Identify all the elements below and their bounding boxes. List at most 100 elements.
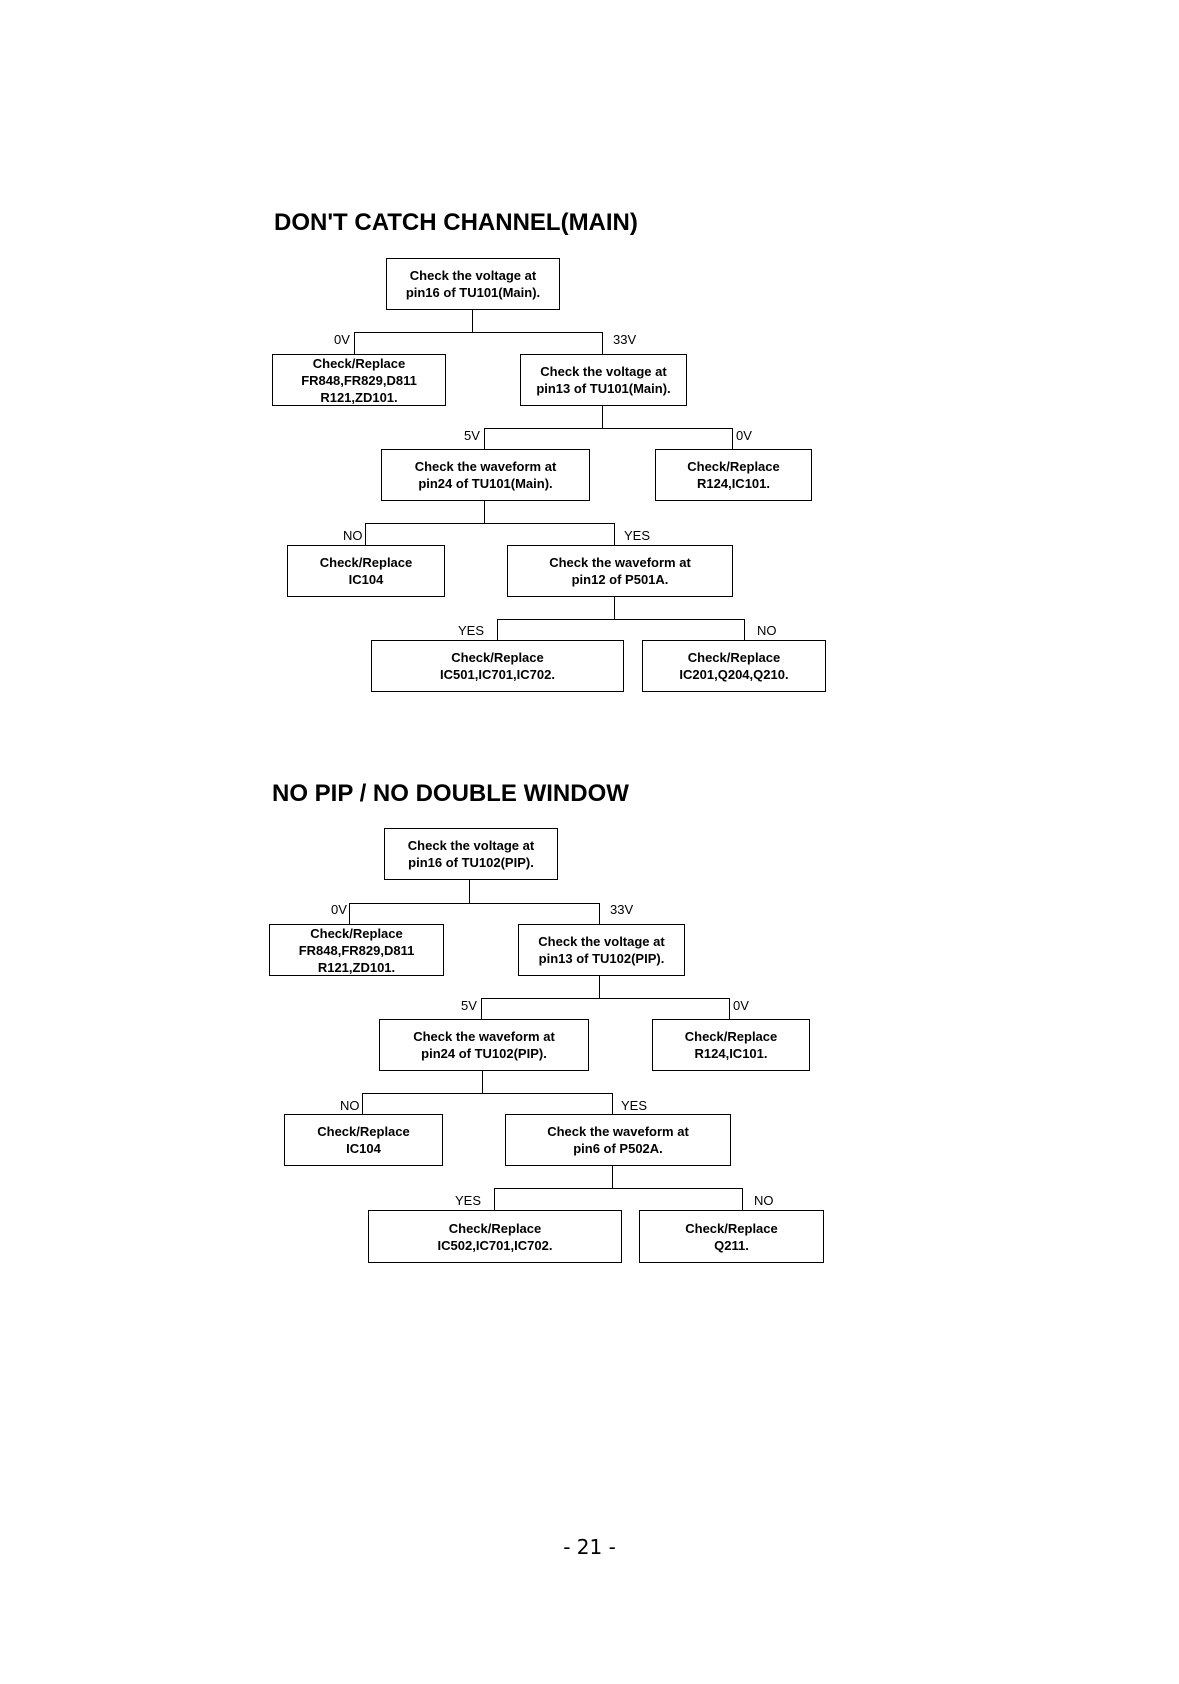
flowchart-title: NO PIP / NO DOUBLE WINDOW [272, 780, 629, 807]
node-text-line: Check the waveform at [547, 1124, 689, 1139]
connector-line [497, 619, 745, 620]
node-text-line: Check/Replace [451, 650, 544, 665]
node-text-line: Check/Replace [317, 1124, 410, 1139]
node-text-line: Check/Replace [310, 925, 403, 941]
flowchart-title: DON'T CATCH CHANNEL(MAIN) [274, 209, 638, 236]
connector-line [349, 903, 600, 904]
branch-label: NO [757, 623, 777, 638]
connector-line [362, 1093, 613, 1094]
flowchart-node: Check the voltage at pin13 of TU101(Main)… [520, 354, 687, 406]
flowchart-node: Check the voltage at pin16 of TU101(Main)… [386, 258, 560, 310]
node-text-line: R124,IC101. [697, 476, 770, 491]
node-text-line: pin13 of TU101(Main). [536, 381, 671, 396]
connector-line [599, 903, 600, 924]
branch-label: 5V [461, 998, 477, 1013]
connector-line [614, 523, 615, 545]
connector-line [354, 332, 355, 354]
connector-line [497, 619, 498, 640]
node-text-line: Check/Replace [684, 1029, 778, 1044]
node-text-line: IC502,IC701,IC702. [437, 1237, 553, 1253]
connector-line [599, 976, 600, 998]
branch-label: YES [621, 1098, 648, 1113]
branch-label: 33V [613, 332, 637, 347]
node-text-line: Check the voltage at [407, 838, 535, 853]
connector-line [484, 428, 485, 449]
branch-label: 0V [334, 332, 350, 347]
node-text-line: pin13 of TU102(PIP). [538, 951, 665, 966]
connector-line [481, 998, 730, 999]
node-text-line: Check/Replace [687, 650, 781, 665]
connector-line [484, 501, 485, 523]
branch-label: 33V [610, 902, 634, 917]
connector-line [729, 998, 730, 1019]
connector-line [482, 1071, 483, 1093]
flowchart-no-pip: NO PIP / NO DOUBLE WINDOW 0V 33V 5V 0V N… [269, 780, 824, 1263]
connector-line [362, 1093, 363, 1114]
branch-label: NO [754, 1193, 774, 1208]
node-text-line: IC201,Q204,Q210. [679, 667, 789, 682]
node-text-line: R124,IC101. [694, 1046, 768, 1061]
node-text-line: Check/Replace [319, 555, 413, 570]
branch-label: NO [343, 528, 363, 543]
connector-line [732, 428, 733, 449]
node-text-line: Check/Replace [687, 459, 780, 474]
node-text-line: Check/Replace [685, 1220, 778, 1236]
node-text-line: IC501,IC701,IC702. [440, 667, 555, 682]
node-text-line: pin24 of TU101(Main). [418, 476, 553, 491]
connector-line [742, 1188, 743, 1210]
flowchart-dont-catch-channel: DON'T CATCH CHANNEL(MAIN) 0V 33V 5V 0V N… [0, 0, 1179, 760]
connector-line [484, 428, 733, 429]
flowchart-node: Check the waveform at pin6 of P502A. [505, 1114, 731, 1166]
branch-label: YES [458, 623, 485, 638]
connector-line [365, 523, 366, 545]
node-text-line: Q211. [714, 1237, 749, 1253]
page-number: - 21 - [563, 1535, 616, 1559]
connector-line [365, 523, 615, 524]
node-text-line: Check the waveform at [413, 1029, 555, 1044]
node-text-line: Check/Replace [448, 1220, 542, 1236]
branch-label: YES [624, 528, 651, 543]
flowchart-node: Check the waveform at pin12 of P501A. [507, 545, 733, 597]
connector-line [354, 332, 603, 333]
node-text-line: Check the waveform at [549, 555, 691, 570]
node-text-line: IC104 [348, 572, 384, 587]
connector-line [472, 310, 473, 332]
node-text-line: IC104 [346, 1141, 381, 1156]
connector-line [612, 1093, 613, 1114]
node-text-line: Check the waveform at [414, 459, 557, 474]
node-text-line: pin16 of TU101(Main). [405, 285, 541, 300]
node-text-line: FR848,FR829,D811 [301, 372, 417, 388]
flowchart-node: Check the waveform at pin24 of TU101(Main… [381, 449, 590, 501]
branch-label: NO [340, 1098, 360, 1113]
connector-line [494, 1188, 495, 1210]
connector-line [469, 880, 470, 903]
node-text-line: R121,ZD101. [317, 959, 396, 975]
node-text-line: Check the voltage at [540, 364, 667, 379]
node-text-line: FR848,FR829,D811 [298, 942, 415, 958]
branch-label: 0V [736, 428, 752, 443]
connector-line [744, 619, 745, 640]
connector-line [612, 1166, 613, 1188]
branch-label: 5V [464, 428, 480, 443]
connector-line [349, 903, 350, 924]
flowchart-node: Check the voltage at pin16 of TU102(PIP). [384, 828, 558, 880]
node-text-line: R121,ZD101. [320, 389, 398, 405]
branch-label: 0V [733, 998, 749, 1013]
node-text-line: pin12 of P501A. [571, 572, 669, 587]
branch-label: YES [455, 1193, 482, 1208]
node-text-line: pin16 of TU102(PIP). [408, 855, 534, 870]
node-text-line: pin6 of P502A. [573, 1141, 663, 1156]
node-text-line: Check/Replace [312, 355, 406, 371]
node-text-line: Check the voltage at [409, 268, 537, 283]
